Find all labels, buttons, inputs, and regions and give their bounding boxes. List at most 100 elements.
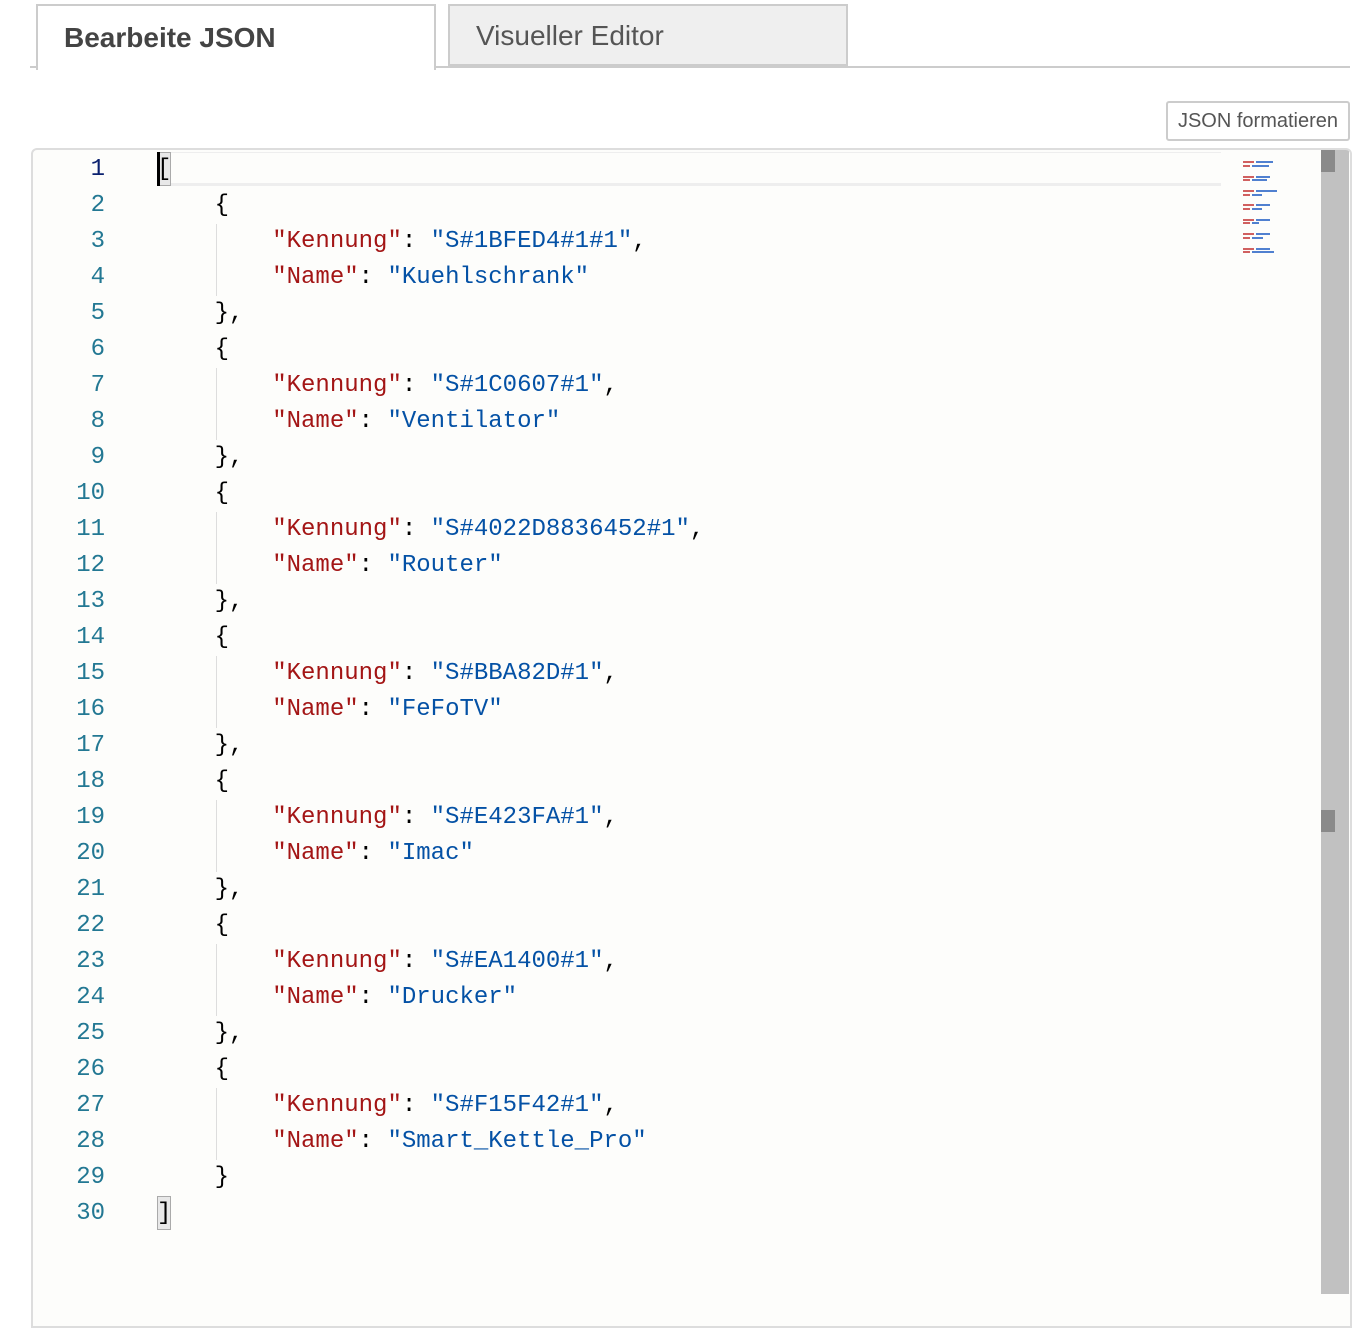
code-line[interactable]: 12 "Name": "Router": [33, 548, 1350, 584]
code-text: "Kennung": "S#E423FA#1",: [272, 804, 618, 831]
code-line[interactable]: 25 },: [33, 1016, 1350, 1052]
json-key: "Name": [272, 840, 359, 867]
code-line[interactable]: 23 "Kennung": "S#EA1400#1",: [33, 944, 1350, 980]
line-number: 11: [76, 516, 105, 543]
line-number: 1: [90, 156, 105, 183]
json-key: "Name": [272, 696, 359, 723]
json-key: "Kennung": [272, 372, 402, 399]
code-text: "Kennung": "S#EA1400#1",: [272, 948, 618, 975]
code-line[interactable]: 15 "Kennung": "S#BBA82D#1",: [33, 656, 1350, 692]
code-line[interactable]: 28 "Name": "Smart_Kettle_Pro": [33, 1124, 1350, 1160]
code-line[interactable]: 9 },: [33, 440, 1350, 476]
code-line[interactable]: 18 {: [33, 764, 1350, 800]
scrollbar-marker: [1321, 810, 1335, 832]
line-number: 23: [76, 948, 105, 975]
code-line[interactable]: 3 "Kennung": "S#1BFED4#1#1",: [33, 224, 1350, 260]
minimap[interactable]: [1229, 154, 1319, 274]
code-line[interactable]: 24 "Name": "Drucker": [33, 980, 1350, 1016]
line-number: 22: [76, 912, 105, 939]
code-line[interactable]: 11 "Kennung": "S#4022D8836452#1",: [33, 512, 1350, 548]
minimap-line: [1243, 247, 1254, 250]
line-number: 29: [76, 1164, 105, 1191]
code-text: "Kennung": "S#1C0607#1",: [272, 372, 618, 399]
minimap-line: [1252, 193, 1262, 196]
code-line[interactable]: 4 "Name": "Kuehlschrank": [33, 260, 1350, 296]
code-line[interactable]: 5 },: [33, 296, 1350, 332]
line-number: 27: [76, 1092, 105, 1119]
line-number: 4: [90, 264, 105, 291]
code-line[interactable]: 1[: [33, 152, 1350, 188]
code-line[interactable]: 16 "Name": "FeFoTV": [33, 692, 1350, 728]
minimap-line: [1252, 222, 1260, 225]
tab-visual-editor[interactable]: Visueller Editor: [448, 4, 848, 66]
code-text: "Name": "Ventilator": [272, 408, 561, 435]
line-number: 19: [76, 804, 105, 831]
minimap-line: [1255, 247, 1271, 250]
vertical-scrollbar[interactable]: [1321, 150, 1349, 1294]
indent-guide: [216, 656, 217, 728]
code-line[interactable]: 7 "Kennung": "S#1C0607#1",: [33, 368, 1350, 404]
minimap-line: [1255, 204, 1271, 207]
json-string: "Drucker": [387, 984, 518, 1011]
code-editor[interactable]: 1[2 {3 "Kennung": "S#1BFED4#1#1",4 "Name…: [31, 148, 1352, 1328]
json-key: "Name": [272, 552, 359, 579]
code-line[interactable]: 13 },: [33, 584, 1350, 620]
json-key: "Name": [272, 264, 359, 291]
code-text: {: [157, 336, 230, 363]
code-line[interactable]: 2 {: [33, 188, 1350, 224]
json-key: "Kennung": [272, 228, 402, 255]
code-line[interactable]: 8 "Name": "Ventilator": [33, 404, 1350, 440]
minimap-line: [1243, 218, 1254, 221]
json-string: "FeFoTV": [387, 696, 503, 723]
code-line[interactable]: 22 {: [33, 908, 1350, 944]
code-line[interactable]: 26 {: [33, 1052, 1350, 1088]
minimap-line: [1252, 251, 1274, 254]
code-line[interactable]: 29 }: [33, 1160, 1350, 1196]
minimap-line: [1252, 179, 1267, 182]
json-string: "Router": [387, 552, 503, 579]
code-line[interactable]: 17 },: [33, 728, 1350, 764]
json-string: "Kuehlschrank": [387, 264, 590, 291]
code-line[interactable]: 20 "Name": "Imac": [33, 836, 1350, 872]
line-number: 24: [76, 984, 105, 1011]
code-line[interactable]: 30]: [33, 1196, 1350, 1232]
json-string: "Ventilator": [387, 408, 561, 435]
minimap-line: [1255, 218, 1271, 221]
format-json-button[interactable]: JSON formatieren: [1166, 101, 1350, 141]
indent-guide: [216, 944, 217, 1016]
code-line[interactable]: 14 {: [33, 620, 1350, 656]
minimap-line: [1243, 204, 1254, 207]
code-line[interactable]: 10 {: [33, 476, 1350, 512]
code-text: }: [157, 1164, 230, 1191]
line-number: 8: [90, 408, 105, 435]
code-text: "Kennung": "S#1BFED4#1#1",: [272, 228, 647, 255]
line-number: 26: [76, 1056, 105, 1083]
code-text: },: [157, 300, 244, 327]
code-line[interactable]: 19 "Kennung": "S#E423FA#1",: [33, 800, 1350, 836]
json-key: "Name": [272, 984, 359, 1011]
json-key: "Kennung": [272, 804, 402, 831]
code-line[interactable]: 6 {: [33, 332, 1350, 368]
minimap-line: [1243, 193, 1251, 196]
code-text: "Name": "Smart_Kettle_Pro": [272, 1128, 647, 1155]
tab-edit-json[interactable]: Bearbeite JSON: [36, 4, 436, 70]
line-number: 7: [90, 372, 105, 399]
minimap-line: [1252, 164, 1269, 167]
code-line[interactable]: 21 },: [33, 872, 1350, 908]
minimap-line: [1243, 233, 1254, 236]
code-text: {: [157, 768, 230, 795]
line-number: 5: [90, 300, 105, 327]
line-number: 9: [90, 444, 105, 471]
scrollbar-thumb[interactable]: [1321, 150, 1335, 172]
code-text: },: [157, 588, 244, 615]
bracket-match-highlight: [157, 1196, 171, 1230]
line-number: 20: [76, 840, 105, 867]
minimap-line: [1255, 190, 1278, 192]
line-number: 6: [90, 336, 105, 363]
code-text: "Kennung": "S#F15F42#1",: [272, 1092, 618, 1119]
code-text: "Name": "Router": [272, 552, 503, 579]
line-number: 30: [76, 1200, 105, 1227]
indent-guide: [216, 368, 217, 440]
code-text: {: [157, 480, 230, 507]
code-line[interactable]: 27 "Kennung": "S#F15F42#1",: [33, 1088, 1350, 1124]
